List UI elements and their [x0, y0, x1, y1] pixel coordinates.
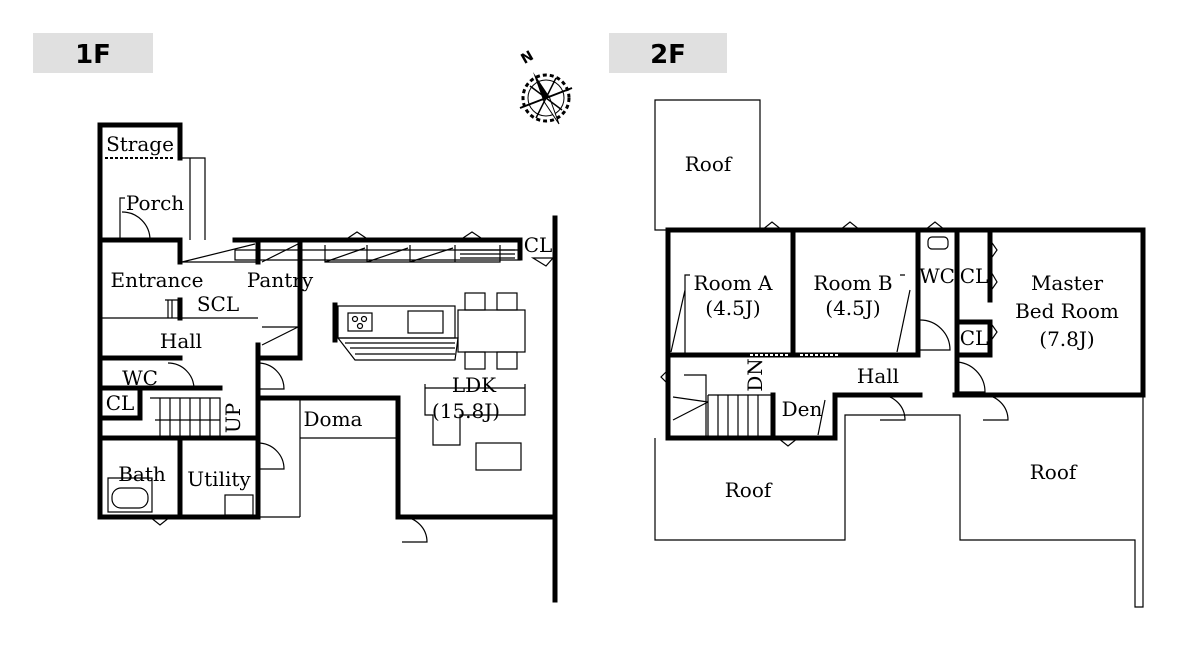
room-label-master-line2: Bed Room [1015, 299, 1119, 323]
room-label-cl-stairs: CL [106, 391, 135, 415]
room-label-bath: Bath [118, 462, 166, 486]
room-label-porch: Porch [126, 191, 184, 215]
room-label-wc-2f: WC [919, 264, 955, 288]
stairs-down-label: DN [743, 358, 767, 392]
compass-north-label: N [518, 48, 536, 68]
room-label-master-line1: Master [1031, 271, 1104, 295]
room-label-ldk: LDK [452, 373, 497, 397]
room-label-hall-2f: Hall [857, 364, 899, 388]
second-floor-plan: Roof Room A (4.5J) Room B (4.5J) WC CL C… [654, 99, 1146, 608]
room-label-wc-1f: WC [122, 366, 158, 390]
room-label-master-size: (7.8J) [1039, 327, 1094, 351]
compass-icon: N [518, 48, 573, 125]
room-label-cl-upper: CL [960, 264, 989, 288]
room-label-room-b: Room B [813, 271, 892, 295]
room-label-doma: Doma [304, 407, 363, 431]
roof-label-left: Roof [725, 478, 773, 502]
room-label-scl: SCL [197, 292, 239, 316]
stairs-up-label: UP [221, 403, 245, 433]
room-label-utility: Utility [187, 467, 251, 491]
room-label-hall-1f: Hall [160, 329, 202, 353]
room-label-den: Den [782, 397, 823, 421]
first-floor-plan: Strage Porch Entrance Pantry SCL Hall WC… [97, 122, 558, 603]
walls-1f [97, 122, 558, 603]
room-label-storage: Strage [106, 132, 174, 156]
fixtures-1f [100, 157, 555, 543]
fixtures-2f [660, 221, 1009, 447]
floor-tag-1f-bg [33, 33, 153, 73]
room-label-pantry: Pantry [247, 268, 314, 292]
room-label-room-a: Room A [694, 271, 773, 295]
room-label-cl-lower: CL [960, 326, 989, 350]
roof-label-top: Roof [685, 152, 733, 176]
room-label-room-a-size: (4.5J) [705, 296, 760, 320]
room-label-room-b-size: (4.5J) [825, 296, 880, 320]
roof-label-right: Roof [1030, 460, 1078, 484]
floor-tag-1f: 1F [75, 40, 111, 70]
floor-tag-2f-bg [609, 33, 727, 73]
walls-2f [665, 227, 1146, 441]
room-label-cl-corner: CL [524, 233, 553, 257]
room-label-ldk-size: (15.8J) [432, 399, 500, 423]
room-label-entrance: Entrance [111, 268, 204, 292]
floor-tag-2f: 2F [650, 40, 686, 70]
